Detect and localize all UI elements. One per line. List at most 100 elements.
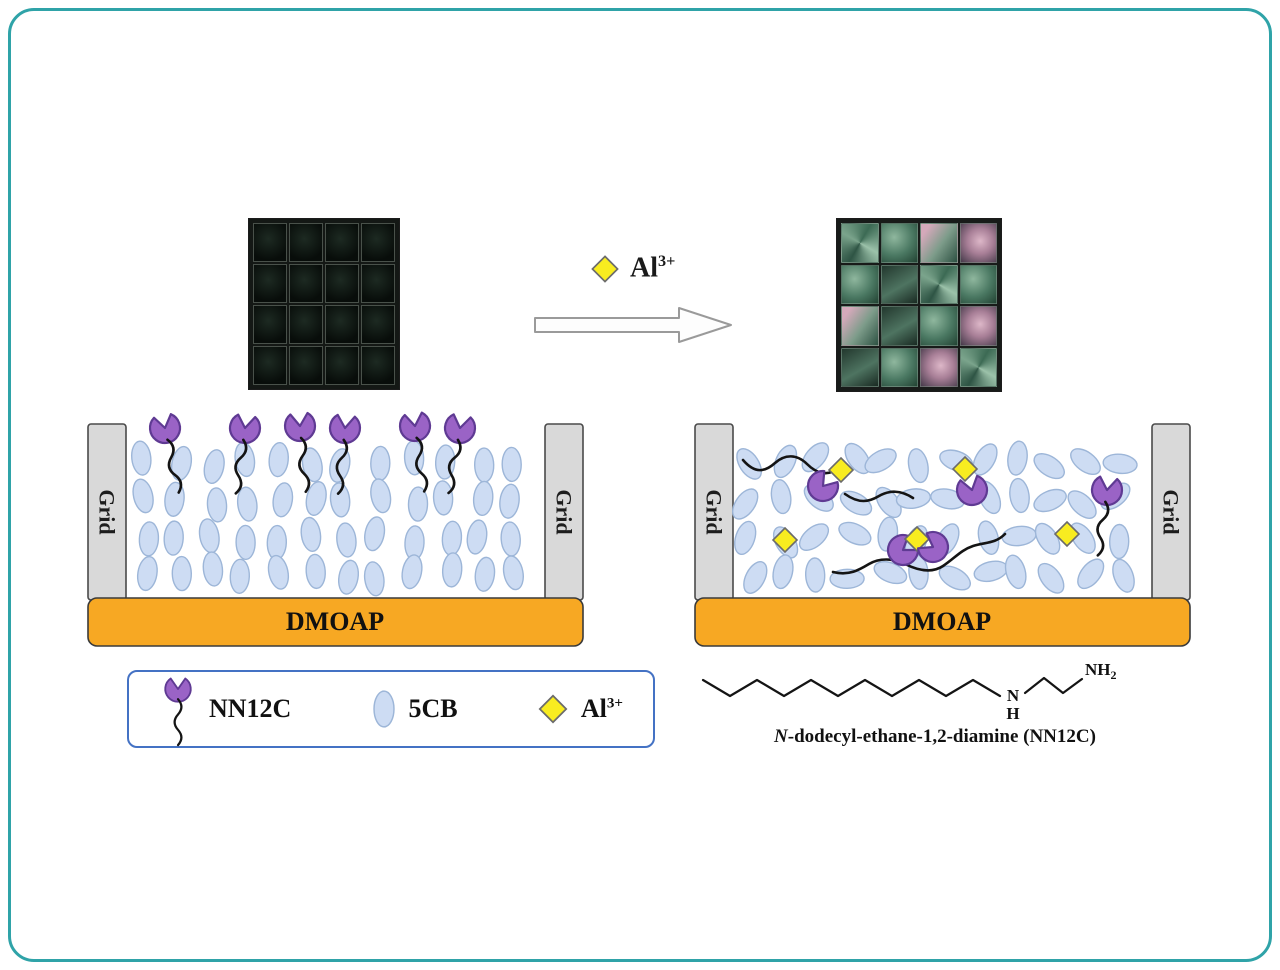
5cb-molecule — [1072, 553, 1110, 594]
dmoap-substrate — [87, 597, 584, 647]
5cb-molecule — [1000, 523, 1038, 549]
5cb-molecule — [501, 446, 523, 483]
pom-cell — [325, 346, 359, 385]
initial-cell-panel: Grid Grid DMOAP — [87, 416, 584, 647]
pom-cell — [920, 306, 958, 346]
5cb-molecule — [731, 443, 768, 485]
5cb-molecule — [205, 486, 229, 524]
grid-pillar-label: Grid — [1159, 489, 1184, 534]
5cb-molecule — [440, 519, 464, 557]
pom-cell — [880, 306, 918, 346]
alkyl-chain — [831, 532, 1007, 575]
pom-cell — [841, 264, 879, 304]
5cb-molecule — [730, 518, 761, 558]
grid-pillar-label: Grid — [95, 489, 120, 534]
5cb-molecule — [328, 481, 353, 519]
pom-cell — [253, 346, 287, 385]
5cb-molecule — [267, 441, 291, 479]
5cb-molecule — [464, 518, 490, 556]
5cb-molecule — [499, 520, 523, 558]
left-lc-field — [129, 439, 527, 598]
right-lc-field — [726, 437, 1139, 599]
5cb-molecule — [1029, 448, 1070, 485]
5cb-molecule — [266, 524, 288, 561]
5cb-molecule — [971, 557, 1011, 586]
al-label: Al3+ — [630, 252, 675, 284]
5cb-molecule — [264, 552, 292, 592]
5cb-molecule — [270, 480, 296, 519]
5cb-molecule — [473, 447, 495, 483]
5cb-molecule — [398, 552, 426, 591]
nn12c-icon — [159, 673, 197, 745]
pom-cell — [841, 223, 879, 263]
pom-cell — [841, 306, 879, 346]
5cb-molecule — [298, 515, 324, 554]
pom-cell — [289, 346, 323, 385]
grid-pillar-label: Grid — [552, 489, 577, 534]
alkyl-chain — [843, 490, 915, 503]
dodecyl-chain — [701, 678, 1002, 698]
legend-item-nn12c: NN12C — [159, 673, 291, 745]
5cb-molecule — [299, 445, 326, 485]
5cb-molecule — [334, 521, 359, 559]
after-cell-panel: Grid Grid DMOAP — [694, 423, 1191, 647]
pom-cell — [841, 347, 879, 387]
legend: NN12C 5CB Al3+ — [127, 670, 655, 748]
al-icon — [538, 694, 567, 724]
pom-cell — [920, 347, 958, 387]
5cb-molecule — [134, 554, 161, 593]
pom-image-initial — [248, 218, 400, 390]
5cb-molecule — [440, 551, 464, 589]
5cb-molecule — [804, 556, 826, 594]
5cb-molecule — [1007, 476, 1032, 515]
5cb-molecule — [835, 485, 877, 521]
pom-cell — [253, 264, 287, 303]
right-nn12c-molecules — [741, 455, 1124, 575]
5cb-molecule — [769, 441, 802, 482]
amine-h-label: H — [1006, 704, 1019, 723]
5cb-molecule — [1101, 451, 1139, 476]
5cb-molecule — [1030, 484, 1071, 517]
pom-cell — [289, 264, 323, 303]
amine-n-label: N — [1007, 686, 1020, 705]
pom-cell — [959, 264, 997, 304]
pom-cell — [959, 306, 997, 346]
pom-image-after — [836, 218, 1002, 392]
dmoap-label: DMOAP — [893, 607, 991, 636]
pom-cell — [325, 305, 359, 344]
5cb-molecule — [196, 516, 223, 555]
pom-cell — [289, 223, 323, 262]
5cb-molecule — [738, 557, 773, 598]
5cb-molecule — [1001, 552, 1030, 592]
5cb-molecule — [1005, 439, 1030, 477]
pom-cell — [325, 264, 359, 303]
5cb-molecule — [302, 479, 330, 518]
legend-item-al: Al3+ — [537, 693, 623, 725]
pom-cell — [880, 347, 918, 387]
pom-cell — [361, 305, 395, 344]
dmoap-substrate — [694, 597, 1191, 647]
structure-caption: N-dodecyl-ethane-1,2-diamine (NN12C) — [773, 726, 1096, 747]
5cb-molecule — [500, 553, 527, 593]
pom-cell — [920, 264, 958, 304]
pom-cell — [361, 223, 395, 262]
reaction-arrow — [534, 307, 732, 343]
5cb-molecule — [162, 519, 185, 557]
5cb-molecule — [367, 476, 394, 516]
5cb-molecule — [1108, 555, 1139, 596]
5cb-molecule — [361, 559, 387, 598]
5cb-molecule — [361, 514, 388, 554]
5cb-molecule — [200, 447, 228, 486]
al-charge: 3+ — [658, 252, 676, 270]
5cb-icon — [372, 690, 395, 728]
5cb-molecule — [471, 479, 495, 517]
al-diamond-icon — [591, 255, 619, 283]
5cb-molecule — [162, 480, 187, 518]
grid-pillar-label: Grid — [702, 489, 727, 534]
5cb-molecule — [229, 558, 251, 595]
5cb-molecule — [974, 518, 1003, 558]
pom-cell — [325, 223, 359, 262]
5cb-molecule — [905, 446, 932, 485]
5cb-molecule — [1032, 558, 1070, 599]
al-ion-badge: Al3+ — [590, 252, 675, 284]
